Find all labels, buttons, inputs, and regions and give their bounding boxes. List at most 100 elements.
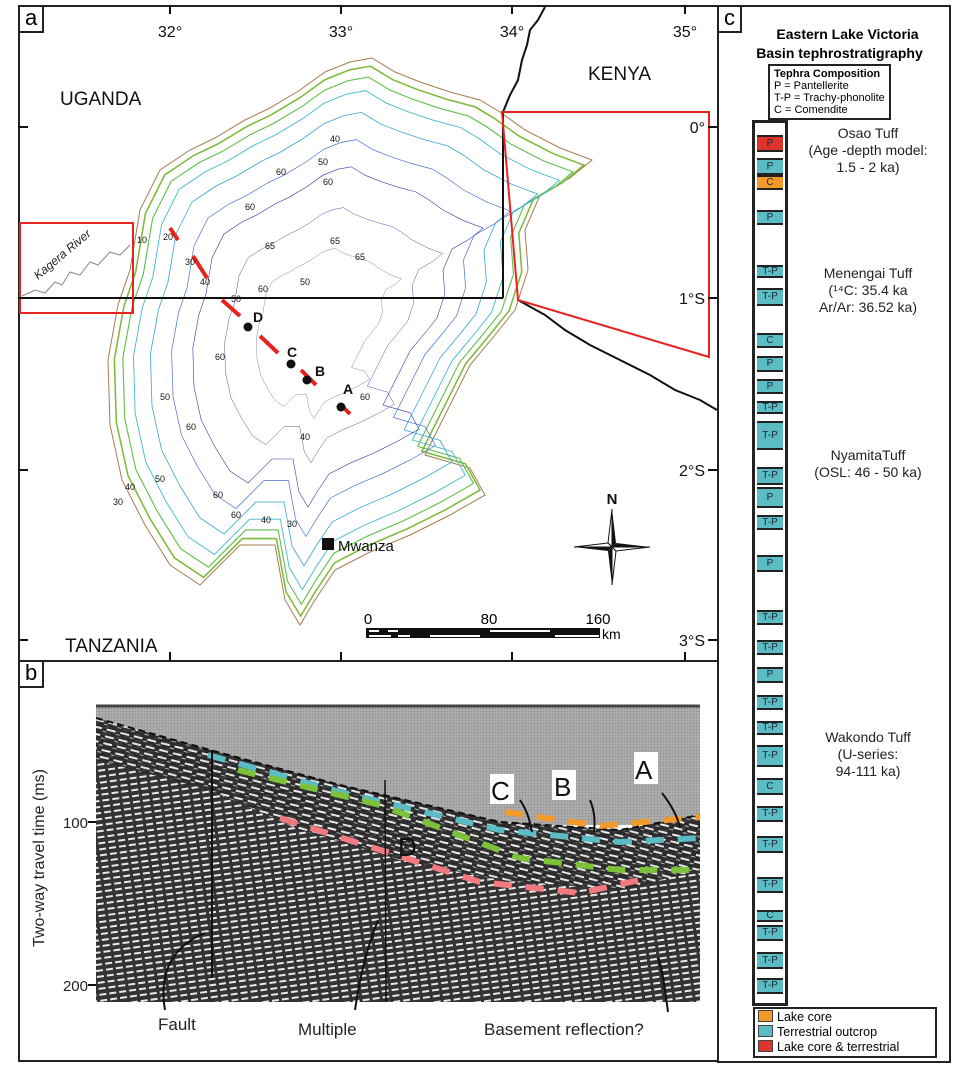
depth-contour [107, 57, 593, 626]
tuff-osao: Osao Tuff (Age -depth model: 1.5 - 2 ka) [783, 125, 953, 176]
depth-contour [149, 111, 539, 567]
composition-c: C = Comendite [774, 104, 848, 116]
lon-32: 32° [158, 24, 182, 41]
panel-c-tephrostratigraphy: c Eastern Lake Victoria Basin tephrostra… [717, 5, 951, 1063]
tuff-wakondo: Wakondo Tuff (U-series: 94-111 ka) [783, 729, 953, 780]
depth-label: 50 [231, 294, 241, 304]
tephra-layer-lake: C [757, 175, 783, 190]
tephra-layer-terrestrial: T-P [757, 610, 783, 625]
depth-label: 60 [360, 392, 370, 402]
tuff-age: Ar/Ar: 36.52 ka) [818, 299, 918, 315]
tephra-layer-terrestrial: T-P [757, 401, 783, 414]
tephra-layer-terrestrial: P [757, 667, 783, 683]
depth-label: 40 [261, 515, 271, 525]
country-uganda: UGANDA [60, 89, 142, 110]
site-label-d: D [253, 309, 263, 325]
scale-bar: 0 80 160 km [364, 611, 621, 642]
kenya-north-border [502, 6, 546, 113]
depth-contour [256, 248, 402, 419]
depth-label: 50 [318, 157, 328, 167]
tuff-name: NyamitaTuff [830, 447, 906, 463]
seismic-transect [168, 226, 352, 416]
north-label: N [607, 491, 618, 508]
depth-label: 60 [245, 202, 255, 212]
tephra-layer-terrestrial: T-P [757, 836, 783, 853]
tuff-age: (Age -depth model: [808, 142, 928, 158]
tuff-age: (U-series: [837, 746, 899, 762]
depth-label: 60 [276, 167, 286, 177]
composition-p: P = Pantellerite [774, 80, 849, 92]
panel-c-label: c [717, 5, 742, 33]
source-legend: Lake core Terrestrial outcrop Lake core … [753, 1007, 937, 1058]
scale-160: 160 [585, 611, 610, 628]
depth-label: 60 [215, 352, 225, 362]
composition-legend-title: Tephra Composition [774, 68, 881, 80]
composition-tp: T-P = Trachy-phonolite [774, 92, 885, 104]
depth-label: 60 [186, 422, 196, 432]
tephra-layer-terrestrial: T-P [757, 265, 783, 278]
map: 32° 33° 34° 35° 0° 1°S 2°S 3°S UGANDA KE… [18, 5, 719, 662]
tephra-layer-terrestrial: P [757, 379, 783, 394]
depth-label: 30 [287, 519, 297, 529]
tephra-layer-terrestrial: C [757, 910, 783, 922]
mwanza-marker [322, 538, 334, 550]
tephra-layer-terrestrial: T-P [757, 515, 783, 530]
tuff-nyamita: NyamitaTuff (OSL: 46 - 50 ka) [783, 447, 953, 481]
lat-3s: 3°S [679, 633, 705, 650]
depth-label: 10 [137, 235, 147, 245]
tuff-age: (¹⁴C: 35.4 ka [828, 282, 908, 298]
tephra-layer-terrestrial: P [757, 555, 783, 572]
tephra-layer-terrestrial: T-P [757, 421, 783, 450]
legend-lake-core: Lake core [758, 1010, 932, 1025]
panel-c-title-2: Basin tephrostratigraphy [756, 45, 923, 61]
legend-label: Lake core & terrestrial [777, 1040, 900, 1054]
composition-legend: Tephra Composition P = Pantellerite T-P … [768, 64, 891, 120]
tephra-layer-terrestrial: T-P [757, 721, 783, 735]
tephra-layer-terrestrial: C [757, 333, 783, 348]
depth-contour [122, 76, 575, 606]
depth-contour [113, 65, 586, 618]
tephra-layer-terrestrial: T-P [757, 640, 783, 655]
depth-label: 65 [355, 252, 365, 262]
depth-contour [171, 139, 512, 538]
panel-a-label: a [18, 5, 45, 33]
tephra-layer-terrestrial: P [757, 210, 783, 225]
site-label-a: A [343, 381, 353, 397]
lon-35: 35° [673, 24, 697, 41]
tuff-age: 1.5 - 2 ka) [836, 159, 900, 175]
kenya-inset-box [500, 111, 710, 359]
kagera-river [21, 244, 131, 297]
tephra-layer-terrestrial: T-P [757, 877, 783, 893]
kagera-inset-box [19, 222, 134, 314]
tephra-layer-terrestrial: C [757, 778, 783, 795]
tephra-layer-terrestrial: P [757, 158, 783, 175]
kenya-tanzania-border [517, 299, 718, 411]
depth-label: 50 [300, 277, 310, 287]
lat-0: 0° [690, 120, 705, 137]
depth-contour [224, 207, 443, 464]
tuff-name: Menengai Tuff [823, 265, 913, 281]
country-tanzania: TANZANIA [65, 636, 158, 657]
country-kenya: KENYA [588, 64, 651, 85]
lon-33: 33° [329, 24, 353, 41]
tephra-layer-both: P [757, 135, 783, 152]
depth-label: 65 [265, 241, 275, 251]
depth-label: 40 [330, 134, 340, 144]
depth-label: 60 [213, 490, 223, 500]
depth-label: 30 [113, 497, 123, 507]
depth-label: 65 [330, 236, 340, 246]
tephra-layer-terrestrial: T-P [757, 467, 783, 485]
tuff-name: Osao Tuff [837, 125, 899, 141]
legend-label: Lake core [777, 1010, 832, 1024]
tuff-menengai: Menengai Tuff (¹⁴C: 35.4 ka Ar/Ar: 36.52… [783, 265, 953, 316]
depth-label: 60 [323, 177, 333, 187]
swatch [758, 1010, 773, 1022]
lon-34: 34° [500, 24, 524, 41]
panel-c-title-1: Eastern Lake Victoria [776, 26, 919, 42]
panel-b-seismic: b [18, 660, 719, 1062]
north-arrow-icon [573, 508, 651, 586]
